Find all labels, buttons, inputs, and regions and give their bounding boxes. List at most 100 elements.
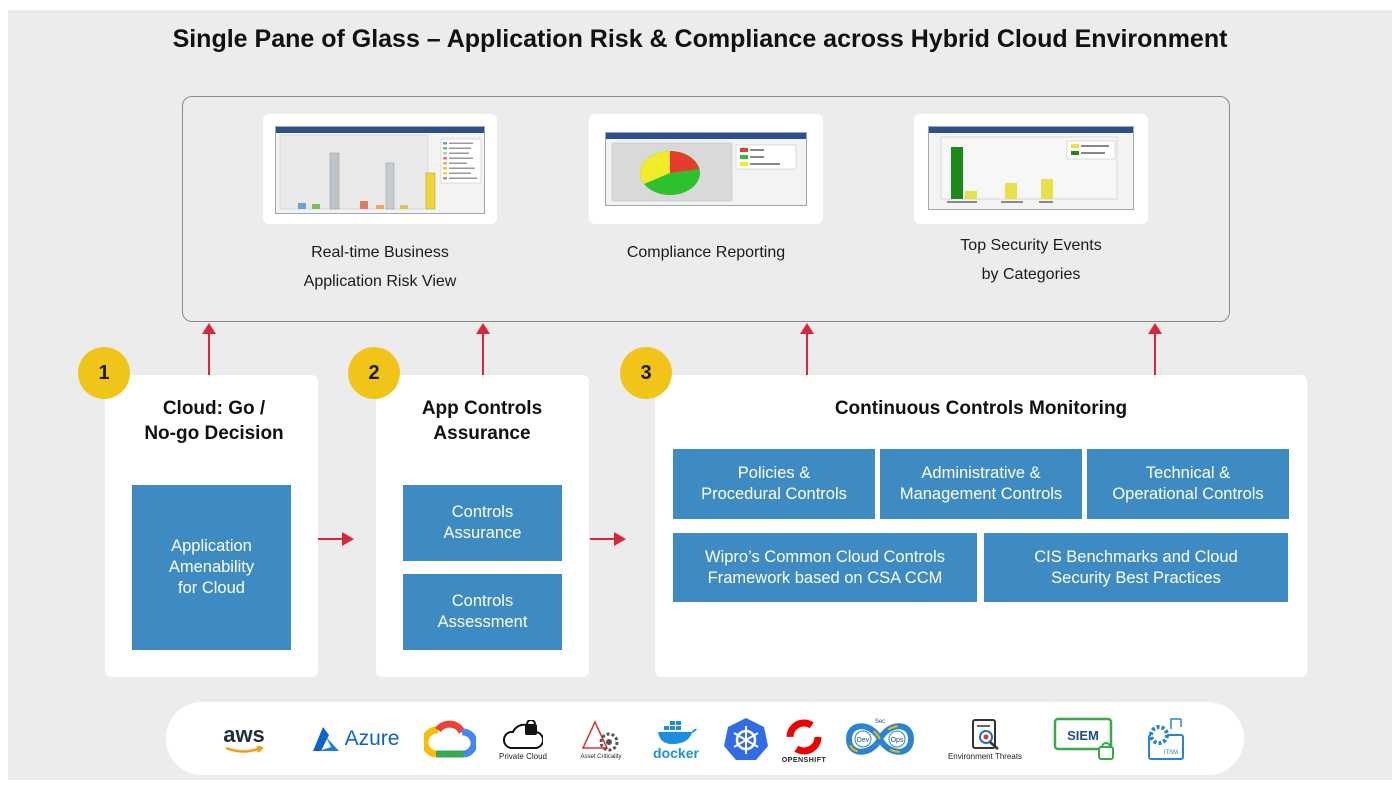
step2-title-line2: Assurance bbox=[433, 423, 531, 444]
box-line1: Administrative & bbox=[921, 464, 1041, 482]
security-events-thumbnail bbox=[914, 114, 1148, 224]
box-line2: Procedural Controls bbox=[701, 485, 847, 503]
azure-mark-icon bbox=[312, 727, 339, 751]
compliance-thumbnail bbox=[589, 114, 823, 224]
itsm-gear-icon: ITSM bbox=[1148, 718, 1184, 760]
openshift-mark-icon bbox=[786, 719, 822, 754]
window-titlebar bbox=[929, 127, 1133, 133]
siem-text: SIEM bbox=[1067, 728, 1099, 743]
step3-title: Continuous Controls Monitoring bbox=[834, 398, 1128, 419]
devsecops-sec-text: Sec bbox=[875, 719, 885, 725]
asset-criticality-logo-icon: Asset Criticality bbox=[576, 715, 626, 765]
risk-view-window bbox=[275, 126, 485, 214]
aws-text: aws bbox=[223, 722, 265, 747]
step3-card bbox=[655, 375, 1307, 677]
box-line1: Technical & bbox=[1145, 464, 1231, 482]
compliance-label-line1: Compliance Reporting bbox=[626, 244, 786, 261]
security-events-label-line1: Top Security Events bbox=[960, 237, 1102, 254]
private-cloud-caption: Private Cloud bbox=[498, 751, 548, 761]
google-cloud-mark-icon bbox=[424, 720, 476, 758]
step2-title: App Controls Assurance bbox=[386, 396, 578, 446]
docker-whale-icon bbox=[658, 721, 697, 744]
policies-procedural-box: Policies & Procedural Controls bbox=[673, 449, 875, 519]
arrow-up-step2 bbox=[476, 323, 490, 375]
risk-bar-chart-icon bbox=[279, 134, 482, 210]
step1-badge: 1 bbox=[78, 347, 130, 399]
window-titlebar bbox=[276, 127, 484, 133]
wipro-cloud-controls-box: Wipro’s Common Cloud Controls Framework … bbox=[673, 533, 977, 602]
step2-title-line1: App Controls bbox=[421, 398, 543, 419]
asset-criticality-caption: Asset Criticality bbox=[580, 754, 622, 760]
google-cloud-logo-icon bbox=[423, 716, 477, 762]
kubernetes-helm-icon bbox=[724, 718, 768, 760]
compliance-pie-chart-icon bbox=[611, 142, 797, 202]
controls-assessment-box: Controls Assessment bbox=[403, 574, 562, 650]
itsm-text: ITSM bbox=[1164, 750, 1178, 756]
risk-view-thumbnail bbox=[263, 114, 497, 224]
step1-title-line1: Cloud: Go / bbox=[162, 398, 266, 419]
arrow-up-step3a bbox=[800, 323, 814, 375]
technical-operational-box: Technical & Operational Controls bbox=[1087, 449, 1289, 519]
box-line1: Policies & bbox=[737, 464, 811, 482]
application-amenability-box: Application Amenability for Cloud bbox=[132, 485, 291, 650]
step1-title-line2: No-go Decision bbox=[144, 423, 284, 444]
step3-badge: 3 bbox=[620, 347, 672, 399]
risk-view-label-line2: Application Risk View bbox=[303, 273, 457, 290]
box-line2: Assurance bbox=[443, 524, 522, 542]
itsm-logo-icon: ITSM bbox=[1140, 712, 1192, 768]
asset-criticality-icon bbox=[581, 720, 619, 752]
security-events-label: Top Security Events by Categories bbox=[881, 231, 1181, 289]
box-line2: Operational Controls bbox=[1112, 485, 1264, 503]
azure-logo-icon: Azure bbox=[302, 722, 406, 756]
box-line1: Application bbox=[171, 537, 252, 555]
step2-badge: 2 bbox=[348, 347, 400, 399]
box-line2: Framework based on CSA CCM bbox=[707, 568, 943, 587]
security-events-label-line2: by Categories bbox=[981, 266, 1081, 283]
arrow-up-step1 bbox=[202, 323, 216, 375]
devsecops-logo-icon: Dev Ops Sec bbox=[842, 712, 918, 766]
box-line1: CIS Benchmarks and Cloud bbox=[1034, 547, 1238, 566]
private-cloud-logo-icon: Private Cloud bbox=[490, 715, 556, 765]
openshift-logo-icon: OPENSHIFT bbox=[778, 713, 830, 767]
environment-threats-logo-icon: Environment Threats bbox=[940, 713, 1030, 765]
docker-logo-icon: docker bbox=[648, 714, 704, 764]
cis-benchmarks-box: CIS Benchmarks and Cloud Security Best P… bbox=[984, 533, 1288, 602]
siem-logo-icon: SIEM bbox=[1050, 712, 1122, 768]
box-line1: Wipro’s Common Cloud Controls bbox=[705, 547, 945, 566]
technology-logo-bar bbox=[166, 702, 1244, 775]
aws-logo-icon: aws bbox=[216, 718, 272, 760]
docker-text: docker bbox=[653, 745, 699, 761]
box-line1: Controls bbox=[451, 503, 514, 521]
devsecops-ops-text: Ops bbox=[891, 737, 904, 744]
step1-title: Cloud: Go / No-go Decision bbox=[118, 396, 310, 446]
compliance-label: Compliance Reporting bbox=[556, 238, 856, 267]
compliance-window bbox=[605, 132, 807, 206]
box-line2: Amenability bbox=[168, 558, 255, 576]
page-title: Single Pane of Glass – Application Risk … bbox=[172, 25, 1228, 53]
arrow-right-step2-to-step3 bbox=[590, 532, 626, 546]
box-line2: Assessment bbox=[437, 613, 528, 631]
aws-smile-icon bbox=[225, 746, 264, 753]
box-line3: for Cloud bbox=[178, 579, 245, 597]
openshift-text: OPENSHIFT bbox=[781, 756, 827, 764]
box-line1: Controls bbox=[451, 592, 514, 610]
risk-view-label: Real-time Business Application Risk View bbox=[230, 238, 530, 296]
box-line2: Security Best Practices bbox=[1051, 568, 1221, 587]
window-titlebar bbox=[606, 133, 806, 139]
siem-monitor-icon: SIEM bbox=[1053, 717, 1114, 760]
controls-assurance-box: Controls Assurance bbox=[403, 485, 562, 561]
arrow-right-step1-to-step2 bbox=[318, 532, 354, 546]
azure-text: Azure bbox=[344, 727, 400, 750]
devsecops-infinity-icon: Dev Ops Sec bbox=[845, 719, 915, 755]
security-events-window bbox=[928, 126, 1134, 210]
devsecops-dev-text: Dev bbox=[857, 737, 870, 744]
environment-threats-icon bbox=[972, 718, 999, 750]
risk-view-label-line1: Real-time Business bbox=[311, 244, 449, 261]
private-cloud-icon bbox=[503, 719, 543, 749]
arrow-up-step3b bbox=[1148, 323, 1162, 375]
environment-threats-caption: Environment Threats bbox=[947, 751, 1023, 761]
box-line2: Management Controls bbox=[899, 485, 1063, 503]
kubernetes-logo-icon bbox=[719, 712, 773, 766]
security-events-bar-chart-icon bbox=[940, 136, 1118, 203]
administrative-management-box: Administrative & Management Controls bbox=[880, 449, 1082, 519]
